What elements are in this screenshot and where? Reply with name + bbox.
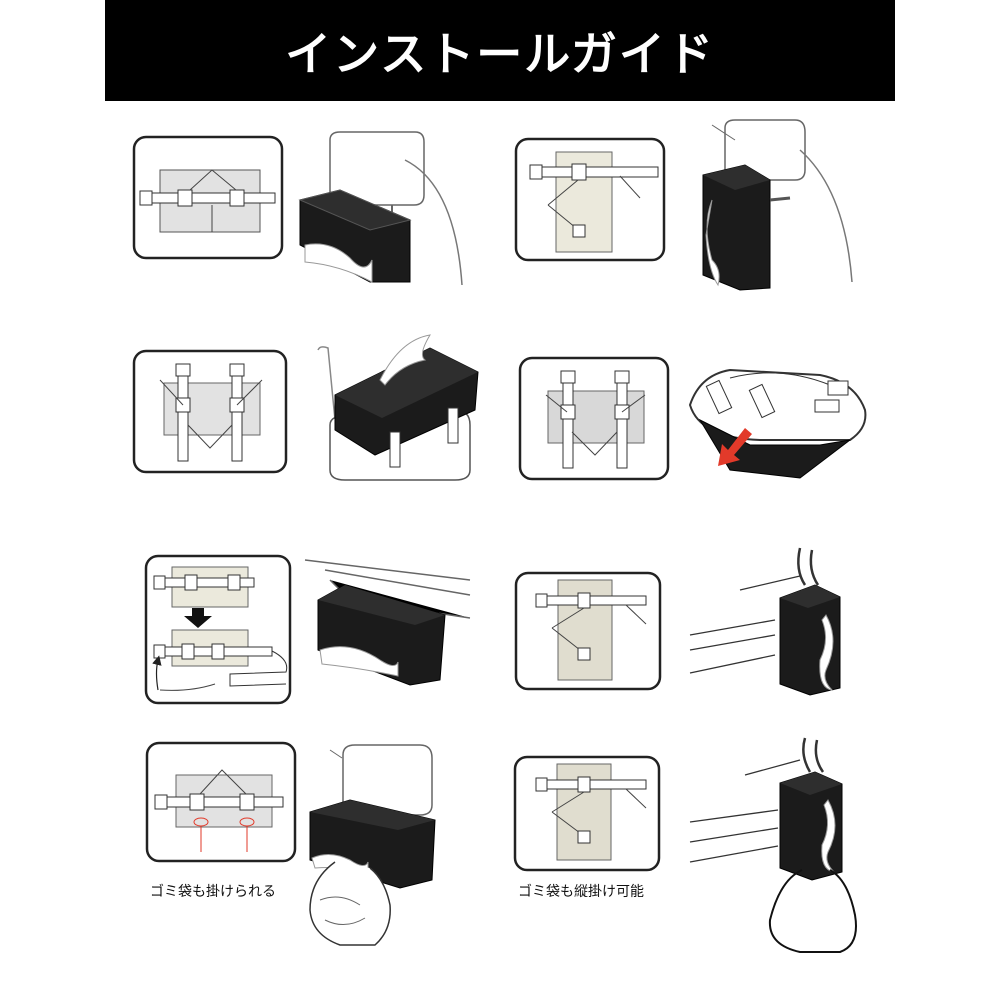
step2-inset	[514, 137, 666, 262]
step1-headrest-box	[298, 131, 463, 286]
step4-visor-box	[688, 368, 867, 479]
red-arrow-icon	[718, 428, 752, 466]
caption-garbage-bag-vertical: ゴミ袋も縦掛け可能	[518, 884, 644, 900]
black-arrow-down-icon	[184, 608, 212, 628]
step6-inset	[514, 571, 662, 691]
step8-hanging-bag-box	[689, 737, 857, 953]
guide-title: インストールガイド	[285, 26, 715, 81]
step8-inset	[513, 755, 661, 872]
curved-arrow-icon	[152, 655, 162, 691]
step4-inset	[518, 356, 670, 481]
step2-vertical-box	[702, 119, 853, 291]
caption-garbage-bag: ゴミ袋も掛けられる	[150, 884, 276, 900]
step3-sunvisor-box	[317, 334, 479, 481]
step7-inset	[145, 741, 297, 863]
guide-header: インストールガイド	[105, 0, 895, 101]
step3-inset	[132, 349, 288, 474]
step7-bag-box	[309, 744, 436, 946]
step5-seat-box	[304, 559, 471, 686]
step6-hanging-box	[689, 547, 841, 696]
step5-inset	[144, 554, 292, 705]
step1-inset	[132, 135, 284, 260]
